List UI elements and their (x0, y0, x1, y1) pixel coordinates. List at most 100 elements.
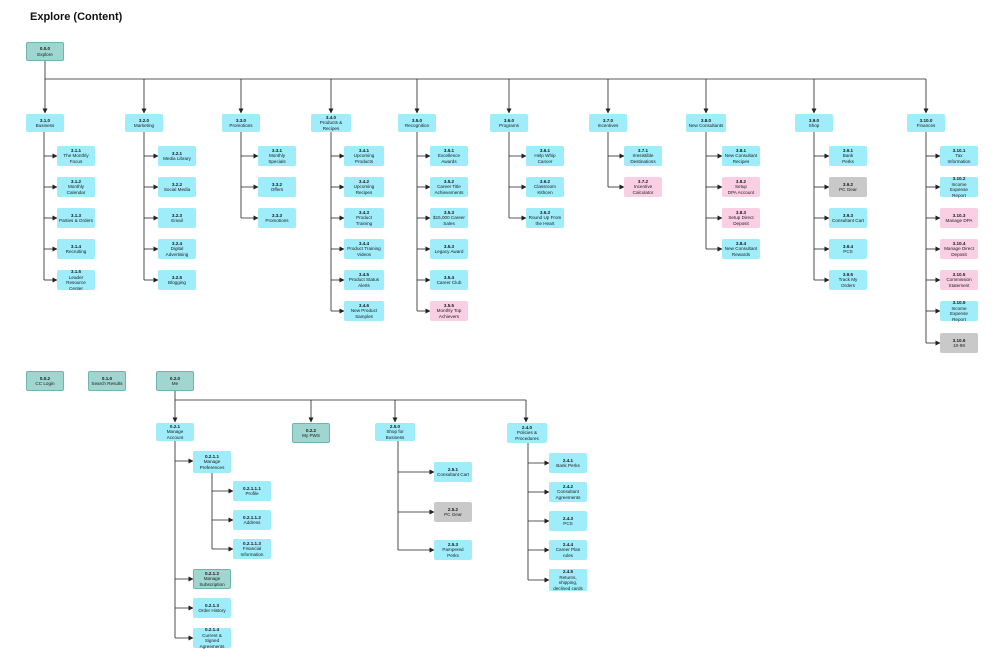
node-code: 0.2.1.1.3 (243, 540, 261, 546)
node-label: Manage Preferences (199, 459, 225, 470)
node-label: My PWS (302, 433, 320, 438)
node-label: Consultant Agreements (555, 489, 581, 500)
node-code: 3.2.5 (171, 274, 183, 280)
node-code: 3.10.4 (952, 240, 966, 246)
node-code: 3.9.2 (842, 181, 854, 187)
node-code: 3.10.5 (952, 271, 966, 277)
node-label: CC Login (35, 381, 55, 386)
node-code: 3.5.0 (411, 117, 423, 123)
node-code: 3.7.0 (602, 117, 614, 123)
node-code: 3.6.0 (503, 117, 515, 123)
node-label: Upcoming Products (353, 153, 375, 164)
node-label: New Consultants (688, 123, 724, 128)
node-label: Products & Recipes (319, 120, 343, 131)
node-code: 0.0.0 (39, 46, 51, 51)
node-label: Offers (270, 187, 284, 192)
node-code: 3.3.2 (271, 181, 283, 187)
node-label: Marketing (133, 123, 155, 128)
node-label: Returns, shipping, declined cards (553, 574, 583, 591)
node-code: 2.4.3 (562, 515, 574, 521)
node-label: PC Gear (444, 512, 462, 517)
node-code: 3.10.0 (919, 117, 933, 123)
node-label: Recruiting (65, 249, 87, 254)
node-label: Shop (808, 123, 820, 128)
node-code: 0.2.1.1 (204, 453, 220, 459)
node-label: Bank Perks (842, 153, 854, 164)
node-label: Manage Subscription (199, 576, 225, 587)
node-label: Consultant Cart (437, 472, 469, 477)
node-code: 0.2.1.2 (204, 570, 220, 576)
node-code: 3.8.4 (735, 240, 747, 246)
node-label: Profile (245, 491, 259, 496)
node-label: Policies & Procedures (515, 430, 539, 441)
node-label: Promotions (265, 218, 289, 223)
node-label: Setup DPA Account (727, 184, 755, 195)
node-label: Career Club (436, 280, 462, 285)
node-code: 3.4.1 (358, 147, 370, 153)
node-code: 2.4.4 (562, 541, 574, 547)
node-code: 0.2.0 (169, 375, 181, 381)
node-c5-3: 3.5.3$15,000 Career Sales (430, 208, 468, 228)
node-code: 3.1.3 (70, 212, 82, 218)
node-label: Irresistible Destinations (630, 153, 656, 164)
node-code: 2.5.1 (447, 466, 459, 472)
node-code: 3.4.3 (358, 209, 370, 215)
node-label: Monthly Top Achievers (436, 308, 462, 319)
node-code: 3.10.6 (952, 337, 966, 343)
node-code: 3.1.0 (39, 117, 51, 123)
node-label: The Monthly Focus (63, 153, 89, 164)
node-code: 3.4.0 (325, 114, 337, 120)
node-label: Media Library (163, 156, 191, 161)
node-code: 3.4.5 (358, 271, 370, 277)
node-code: 3.3.3 (271, 212, 283, 218)
node-code: 0.2.1.4 (204, 627, 220, 632)
node-code: 2.5.2 (447, 506, 459, 512)
node-code: 3.5.5 (443, 302, 455, 308)
node-label: Upcoming Recipes (353, 184, 375, 195)
node-code: 3.4.6 (358, 302, 370, 308)
node-code: 3.8.1 (735, 147, 747, 153)
node-code: 2.4.5 (562, 569, 574, 574)
page-title: Explore (Content) (30, 11, 123, 23)
node-label: Product Status Alerts (348, 277, 380, 288)
node-label: Pampered Perks (442, 547, 464, 558)
node-code: 3.2.3 (171, 212, 183, 218)
node-code: 0.2.2 (305, 427, 317, 433)
node-code: 3.2.0 (138, 117, 150, 123)
